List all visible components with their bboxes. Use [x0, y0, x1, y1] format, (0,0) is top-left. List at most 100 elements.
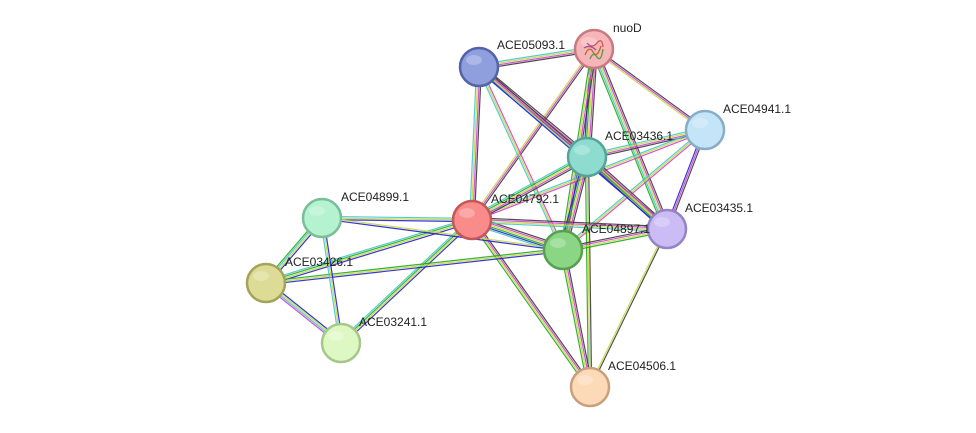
- edge-evidence-line: [588, 228, 667, 387]
- edge-evidence-line: [473, 218, 593, 386]
- node-highlight: [692, 118, 708, 128]
- edge-evidence-line: [591, 49, 667, 230]
- node-highlight: [574, 145, 590, 155]
- edge-evidence-line: [321, 217, 342, 344]
- edge-evidence-line: [265, 247, 563, 283]
- edge-evidence-line: [266, 250, 564, 286]
- node-ace03435-1[interactable]: [646, 208, 688, 250]
- node-label-ace04792-1: ACE04792.1: [491, 192, 559, 206]
- node-circle[interactable]: [458, 46, 500, 88]
- edge-evidence-line: [470, 155, 587, 220]
- node-circle[interactable]: [542, 229, 584, 271]
- node-label-ace04899-1: ACE04899.1: [341, 190, 409, 204]
- edge-ace05093-1-ace04897-1[interactable]: [477, 66, 565, 251]
- node-label-ace04506-1: ACE04506.1: [608, 359, 676, 373]
- edge-evidence-line: [322, 216, 564, 250]
- node-highlight: [253, 271, 269, 281]
- edge-evidence-line: [560, 250, 589, 388]
- edge-evidence-line: [479, 66, 565, 250]
- edge-ace04897-1-ace04506-1[interactable]: [560, 249, 593, 388]
- protein-structure-stroke: [583, 45, 597, 51]
- edge-evidence-line: [473, 67, 482, 221]
- labels-layer: nuoDACE05093.1ACE04941.1ACE03436.1ACE047…: [285, 21, 791, 373]
- edge-evidence-line: [322, 217, 344, 343]
- node-ace03241-1[interactable]: [320, 322, 362, 364]
- edge-evidence-line: [321, 218, 563, 252]
- edge-evidence-line: [593, 48, 668, 230]
- edge-evidence-line: [266, 221, 473, 286]
- node-highlight: [309, 206, 325, 216]
- node-circle[interactable]: [566, 136, 608, 178]
- edge-nuod-ace04792-1[interactable]: [470, 47, 596, 222]
- protein-structure-icon: [583, 40, 604, 60]
- edge-evidence-line: [470, 66, 479, 220]
- node-ace04899-1[interactable]: [301, 197, 343, 239]
- edge-evidence-line: [590, 229, 669, 388]
- edge-evidence-line: [471, 221, 667, 232]
- edge-evidence-line: [338, 217, 471, 342]
- edge-evidence-line: [472, 218, 668, 229]
- node-circle[interactable]: [320, 322, 362, 364]
- edge-evidence-line: [471, 156, 588, 221]
- edge-evidence-line: [561, 250, 590, 388]
- edge-evidence-line: [472, 67, 481, 221]
- edge-evidence-line: [472, 219, 592, 387]
- edge-ace03436-1-ace04792-1[interactable]: [470, 153, 589, 224]
- node-highlight: [577, 375, 593, 385]
- edge-evidence-line: [265, 249, 564, 284]
- node-circle[interactable]: [569, 366, 611, 408]
- node-circle[interactable]: [684, 109, 726, 151]
- edge-evidence-line: [477, 67, 563, 251]
- edge-evidence-line: [471, 220, 667, 231]
- edge-evidence-line: [592, 49, 705, 132]
- node-ace04792-1[interactable]: [451, 199, 493, 241]
- node-ace03436-1[interactable]: [566, 136, 608, 178]
- edge-evidence-line: [472, 157, 589, 222]
- node-circle[interactable]: [646, 208, 688, 250]
- edge-ace05093-1-ace04792-1[interactable]: [469, 66, 482, 221]
- edge-evidence-line: [322, 215, 473, 219]
- edge-evidence-line: [319, 218, 341, 344]
- edge-ace03435-1-ace04506-1[interactable]: [588, 228, 669, 388]
- node-ace04941-1[interactable]: [684, 109, 726, 151]
- node-label-ace03426-1: ACE03426.1: [285, 255, 353, 269]
- edge-ace04792-1-ace03435-1[interactable]: [471, 217, 668, 232]
- node-ace04506-1[interactable]: [569, 366, 611, 408]
- edge-evidence-line: [561, 128, 705, 250]
- edge-evidence-line: [586, 156, 591, 388]
- edge-nuod-ace04941-1[interactable]: [592, 47, 707, 132]
- protein-structure-stroke: [586, 40, 604, 48]
- edge-evidence-line: [590, 49, 665, 231]
- node-highlight: [328, 331, 344, 341]
- node-circle[interactable]: [245, 262, 287, 304]
- node-highlight: [581, 37, 597, 47]
- node-ace05093-1[interactable]: [458, 46, 500, 88]
- edge-ace03436-1-ace04506-1[interactable]: [584, 156, 593, 388]
- edge-evidence-line: [470, 220, 590, 388]
- edge-ace04792-1-ace04899-1[interactable]: [321, 215, 473, 223]
- edge-ace04897-1-ace04899-1[interactable]: [321, 216, 564, 252]
- edge-evidence-line: [265, 217, 472, 282]
- edge-evidence-line: [321, 217, 473, 221]
- edge-ace04792-1-ace04506-1[interactable]: [469, 218, 593, 389]
- edge-ace04792-1-ace03241-1[interactable]: [338, 217, 475, 346]
- node-highlight: [466, 55, 482, 65]
- edge-ace04899-1-ace03241-1[interactable]: [319, 217, 344, 344]
- edge-evidence-line: [472, 49, 596, 222]
- node-ace04897-1[interactable]: [542, 229, 584, 271]
- edge-evidence-line: [471, 48, 595, 221]
- edge-evidence-line: [588, 156, 593, 387]
- protein-structure-stroke: [584, 45, 602, 56]
- node-ace03426-1[interactable]: [245, 262, 287, 304]
- edge-ace04897-1-ace03426-1[interactable]: [265, 247, 564, 286]
- edge-evidence-line: [478, 66, 564, 251]
- edge-nuod-ace03435-1[interactable]: [590, 47, 671, 231]
- nodes-layer: [245, 28, 726, 408]
- edge-evidence-line: [470, 47, 594, 220]
- node-nuod[interactable]: [573, 28, 615, 70]
- node-circle[interactable]: [301, 197, 343, 239]
- node-circle[interactable]: [451, 199, 493, 241]
- node-highlight: [654, 217, 670, 227]
- edge-evidence-line: [266, 220, 473, 285]
